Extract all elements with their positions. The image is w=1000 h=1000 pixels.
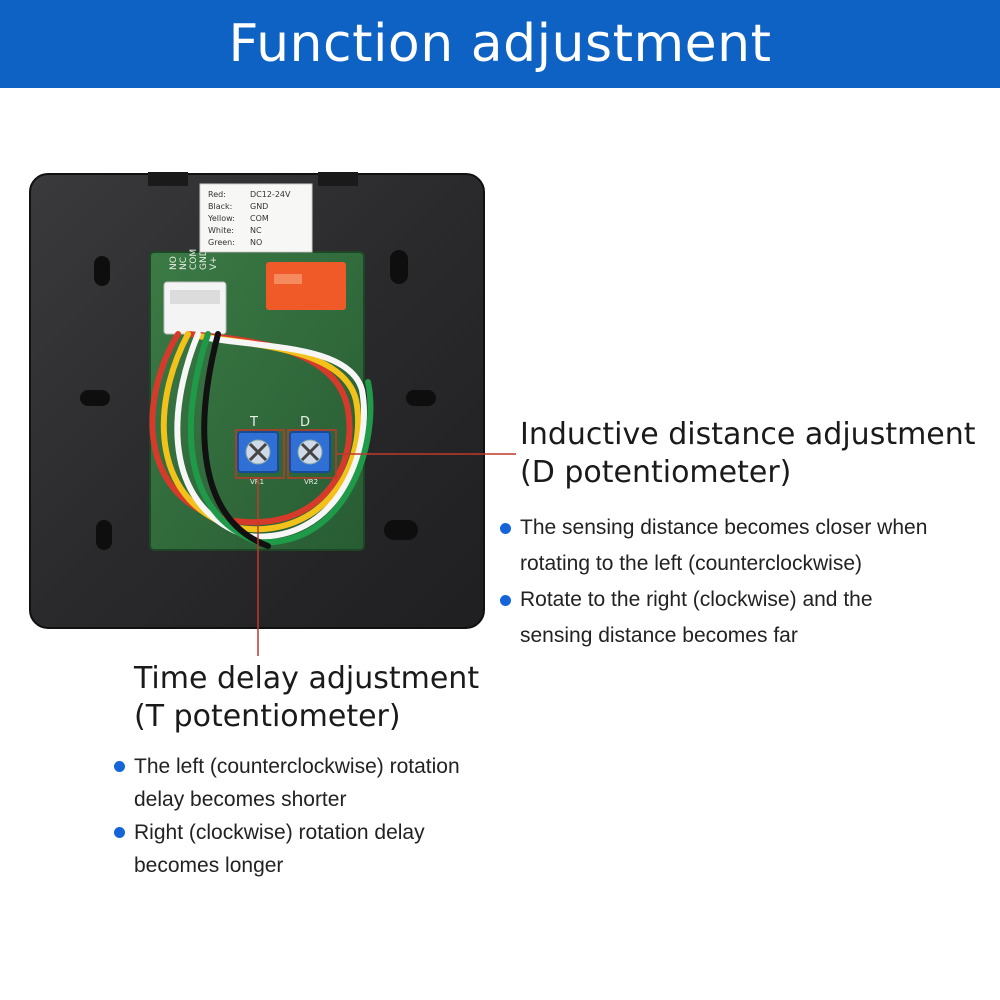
bullet-text-line: Right (clockwise) rotation delay xyxy=(134,821,425,844)
wire-name: Green: xyxy=(208,238,235,247)
pot-t-label: T xyxy=(249,415,258,430)
mount-slot xyxy=(406,390,436,406)
wire-name: Red: xyxy=(208,190,226,199)
wire-connector xyxy=(163,281,227,335)
callout-t-bullet-list: The left (counterclockwise) rotation del… xyxy=(114,750,554,882)
mount-slot xyxy=(94,256,110,286)
mount-slot xyxy=(390,250,408,284)
bullet-dot-icon xyxy=(114,827,125,838)
callout-t-potentiometer: Time delay adjustment (T potentiometer) … xyxy=(114,660,554,882)
header-banner: Function adjustment xyxy=(0,0,1000,88)
list-item: Right (clockwise) rotation delay becomes… xyxy=(114,816,554,882)
wire-value: NC xyxy=(250,226,262,235)
wire-name: White: xyxy=(208,226,234,235)
wire-value: NO xyxy=(250,238,262,247)
pin-label: NO xyxy=(169,256,179,270)
mount-slot xyxy=(80,390,110,406)
page-title: Function adjustment xyxy=(228,14,772,74)
bullet-text-line: The left (counterclockwise) rotation xyxy=(134,755,460,778)
pot-d-ref: VR2 xyxy=(304,478,318,486)
bullet-dot-icon xyxy=(500,595,511,606)
callout-t-title-line1: Time delay adjustment xyxy=(134,661,480,696)
pot-t-ref: VR1 xyxy=(250,478,264,486)
pot-t-trimmer xyxy=(237,431,279,473)
callout-d-bullet-list: The sensing distance becomes closer when… xyxy=(500,510,990,654)
bullet-text-line: becomes longer xyxy=(134,854,284,877)
sensor-device-illustration: NO NC COM GND V+ T D VR1 VR2 xyxy=(29,172,485,629)
pot-d-label: D xyxy=(300,415,310,430)
bullet-dot-icon xyxy=(114,761,125,772)
list-item: The left (counterclockwise) rotation del… xyxy=(114,750,554,816)
sensor-device-photo: NO NC COM GND V+ T D VR1 VR2 xyxy=(28,170,488,632)
wire-value: COM xyxy=(250,214,269,223)
wire-value: DC12-24V xyxy=(250,190,291,199)
bullet-text-line: The sensing distance becomes closer when xyxy=(520,516,928,539)
mount-slot xyxy=(384,520,418,540)
relay xyxy=(266,262,346,310)
pin-label: GND xyxy=(199,249,209,270)
pin-label: V+ xyxy=(209,256,219,270)
pin-label: COM xyxy=(189,249,199,270)
bullet-text-line: Rotate to the right (clockwise) and the xyxy=(520,588,873,611)
bullet-text-line: delay becomes shorter xyxy=(134,788,347,811)
bullet-dot-icon xyxy=(500,523,511,534)
wire-name: Black: xyxy=(208,202,232,211)
wire-value: GND xyxy=(250,202,268,211)
callout-d-title-line2: (D potentiometer) xyxy=(520,455,792,490)
bullet-text-line: sensing distance becomes far xyxy=(520,624,798,647)
pot-d-trimmer xyxy=(289,431,331,473)
pin-label: NC xyxy=(179,257,189,270)
mount-slot xyxy=(96,520,112,550)
wiring-label-sticker: Red: DC12-24V Black: GND Yellow: COM Whi… xyxy=(199,183,313,253)
callout-t-title-line2: (T potentiometer) xyxy=(134,699,401,734)
list-item: Rotate to the right (clockwise) and the … xyxy=(500,582,990,654)
bullet-text-line: rotating to the left (counterclockwise) xyxy=(520,552,862,575)
wire-name: Yellow: xyxy=(207,214,235,223)
list-item: The sensing distance becomes closer when… xyxy=(500,510,990,582)
callout-d-potentiometer: Inductive distance adjustment (D potenti… xyxy=(500,416,990,654)
callout-d-title-line1: Inductive distance adjustment xyxy=(520,417,976,452)
